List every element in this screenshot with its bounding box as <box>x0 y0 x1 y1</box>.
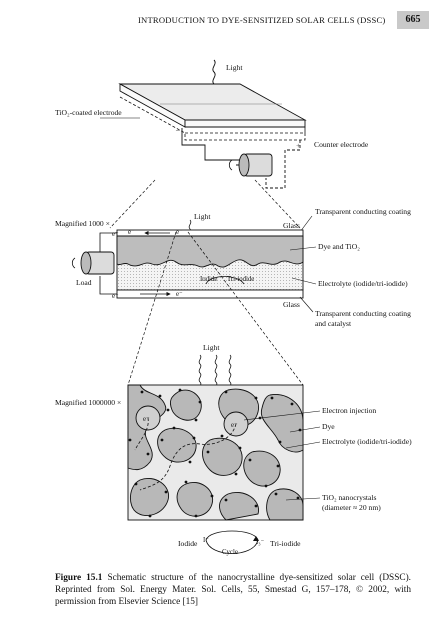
i3-minus-label: I₃⁻ <box>256 539 265 546</box>
plus-sign: + <box>296 141 300 150</box>
electrolyte-label-bottom: Electrolyte (iodide/tri-iodide) <box>322 437 412 446</box>
page-number: 665 <box>397 11 429 29</box>
electron-injection-label: Electron injection <box>322 406 376 415</box>
e-label-3: e⁻ <box>176 229 183 236</box>
electron-path <box>139 423 237 491</box>
tio2-nano-label-2: (diameter ≈ 20 nm) <box>322 503 381 512</box>
magnified-1000-label: Magnified 1000 × <box>55 219 110 228</box>
i-minus-label: I⁻ <box>203 537 209 544</box>
tcc-top-label: Transparent conducting coating <box>315 207 411 216</box>
e-label-2: e⁻ <box>128 229 135 236</box>
running-title: INTRODUCTION TO DYE-SENSITIZED SOLAR CEL… <box>138 15 386 25</box>
dssc-figure: Light TiO₂-coated electrode – + Counter … <box>55 59 412 556</box>
dye-tio2-label: Dye and TiO₂ <box>318 242 360 251</box>
minus-sign: – <box>175 125 180 134</box>
magnified-1000000-label: Magnified 1000000 × <box>55 398 121 407</box>
top-cell: Light TiO₂-coated electrode – + Counter … <box>55 59 369 189</box>
bottom-nanoscale: Magnified 1000000 × Light <box>55 343 412 556</box>
dye-tio2-layer <box>116 235 304 268</box>
glass-bottom-label: Glass <box>283 300 300 309</box>
light-label-middle: Light <box>194 212 211 221</box>
light-label-top: Light <box>226 63 243 72</box>
triiodide-label-middle: Tri-iodide <box>227 276 254 283</box>
e-label-1: e⁻ <box>112 231 119 238</box>
triiodide-label-bottom: Tri-iodide <box>270 539 301 548</box>
light-label-bottom: Light <box>203 343 220 352</box>
figure-caption-text: Schematic structure of the nanocrystalli… <box>55 573 411 608</box>
tio2-nanoparticles <box>127 384 304 521</box>
electrolyte-label-middle: Electrolyte (iodide/tri-iodide) <box>318 279 408 288</box>
iodide-label-bottom: Iodide <box>178 539 198 548</box>
redox-cycle <box>205 530 259 554</box>
tcc-bottom-label-2: and catalyst <box>315 319 352 328</box>
load-motor <box>71 251 115 275</box>
dye-molecules <box>128 388 302 518</box>
glass-top-label: Glass <box>283 221 300 230</box>
motor-top <box>228 153 273 177</box>
e-label-right: e⁻ <box>231 422 238 429</box>
e-label-4: e⁻ <box>112 293 119 300</box>
figure-caption: Figure 15.1 Schematic structure of the n… <box>55 572 411 609</box>
glass-top <box>116 229 304 237</box>
dye-label: Dye <box>322 422 335 431</box>
counter-electrode-label: Counter electrode <box>314 140 369 149</box>
e-label-left: e⁻ <box>143 416 150 423</box>
e-label-5: e⁻ <box>176 291 183 298</box>
cycle-label: Cycle <box>222 549 238 556</box>
figure-caption-label: Figure 15.1 <box>55 573 103 583</box>
load-label: Load <box>76 278 92 287</box>
iodide-label-middle: Iodide <box>200 276 217 283</box>
running-header: INTRODUCTION TO DYE-SENSITIZED SOLAR CEL… <box>0 11 437 31</box>
tio2-nano-label-1: TiO₂ nanocrystals <box>322 493 377 502</box>
tcc-bottom-label-1: Transparent conducting coating <box>315 309 411 318</box>
tio2-electrode-label: TiO₂-coated electrode <box>55 108 122 117</box>
middle-cross-section: Magnified 1000 × Light Glass Transparent… <box>55 207 411 328</box>
